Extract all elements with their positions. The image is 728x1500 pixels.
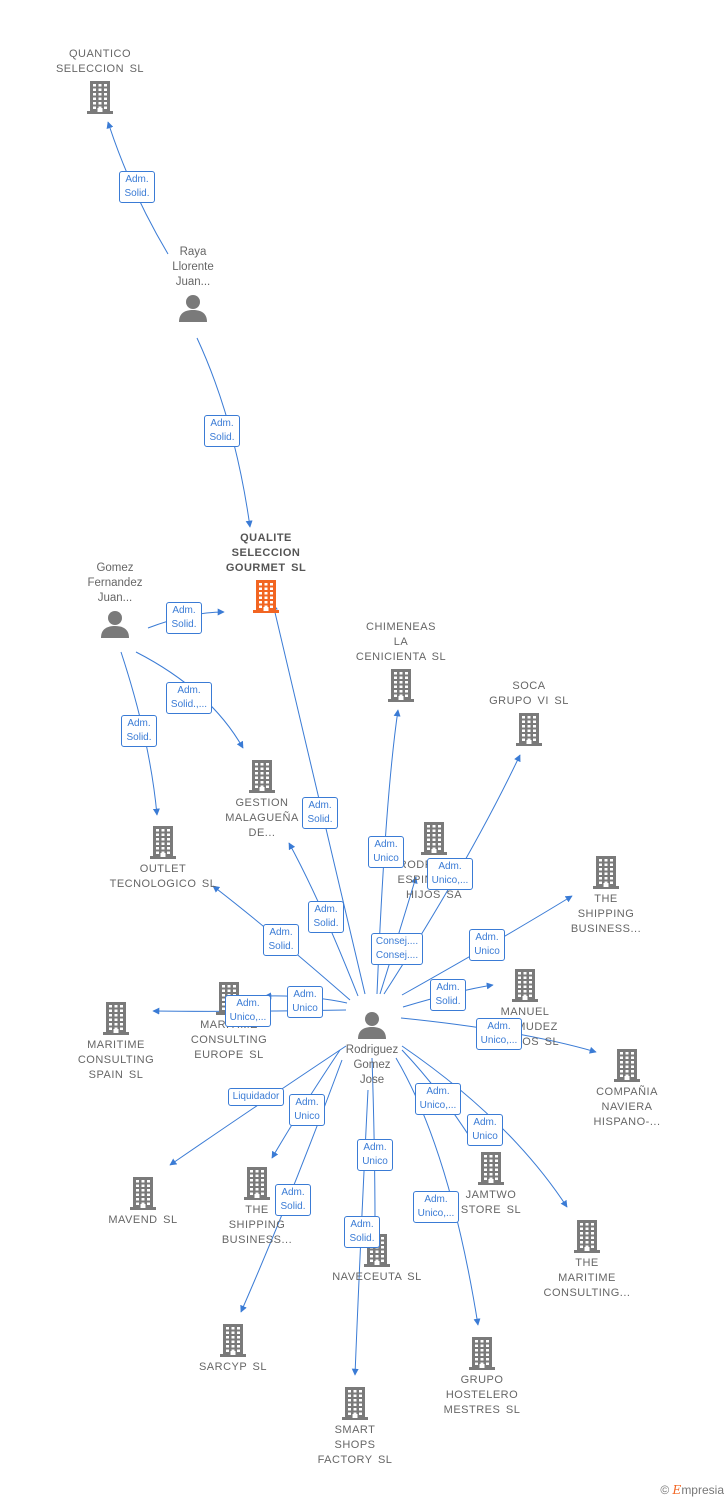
building-icon bbox=[253, 580, 279, 613]
edge-role-label[interactable]: Adm. Solid. bbox=[204, 415, 240, 447]
company-node[interactable]: MAVEND SL bbox=[83, 1173, 203, 1228]
edge-role-label[interactable]: Adm. Solid. bbox=[121, 715, 157, 747]
building-icon bbox=[478, 1152, 504, 1185]
building-icon bbox=[150, 826, 176, 859]
building-icon bbox=[249, 760, 275, 793]
company-node[interactable]: SARCYP SL bbox=[173, 1320, 293, 1375]
edge-role-label[interactable]: Adm. Solid. bbox=[263, 924, 299, 956]
building-icon bbox=[574, 1220, 600, 1253]
building-icon bbox=[244, 1167, 270, 1200]
node-label: MARITIMECONSULTINGEUROPE SL bbox=[190, 1019, 268, 1061]
edge-role-label[interactable]: Adm. Unico bbox=[289, 1094, 325, 1126]
company-node[interactable]: MARITIMECONSULTINGEUROPE SL bbox=[169, 978, 289, 1063]
edge-role-label[interactable]: Adm. Unico bbox=[357, 1139, 393, 1171]
edge-role-label[interactable]: Adm. Solid. bbox=[119, 171, 155, 203]
edge-role-label[interactable]: Adm. Solid. bbox=[430, 979, 466, 1011]
edge-role-label[interactable]: Adm. Unico,... bbox=[414, 1083, 462, 1115]
building-icon bbox=[388, 669, 414, 702]
edge-role-label[interactable]: Adm. Solid. bbox=[275, 1184, 311, 1216]
node-label: MAVEND SL bbox=[108, 1214, 178, 1226]
edge-role-label[interactable]: Adm. Unico bbox=[287, 986, 323, 1018]
edge-role-label[interactable]: Adm. Solid. bbox=[308, 901, 344, 933]
building-icon bbox=[469, 1337, 495, 1370]
edge-role-label[interactable]: Consej.... Consej.... bbox=[370, 933, 424, 965]
node-label: NAVECEUTA SL bbox=[332, 1271, 422, 1283]
edge-role-label[interactable]: Adm. Unico bbox=[467, 1114, 503, 1146]
building-icon bbox=[593, 856, 619, 889]
building-icon bbox=[421, 822, 447, 855]
edge-role-label[interactable]: Adm. Solid. bbox=[302, 797, 338, 829]
edge-role-label[interactable]: Adm. Unico bbox=[368, 836, 404, 868]
edge-role-label[interactable]: Adm. Solid.,... bbox=[165, 682, 213, 714]
edge-role-label[interactable]: Adm. Unico,... bbox=[224, 995, 272, 1027]
building-icon bbox=[342, 1387, 368, 1420]
building-icon bbox=[614, 1049, 640, 1082]
brand-logo-initial: E bbox=[672, 1483, 682, 1497]
building-icon bbox=[220, 1324, 246, 1357]
building-icon bbox=[512, 969, 538, 1002]
edge-role-label[interactable]: Adm. Unico bbox=[469, 929, 505, 961]
node-label: SARCYP SL bbox=[198, 1361, 268, 1373]
edge-line bbox=[169, 1045, 347, 1166]
edge-role-label[interactable]: Adm. Unico,... bbox=[475, 1018, 523, 1050]
brand-name: mpresia bbox=[681, 1483, 724, 1497]
building-icon bbox=[130, 1177, 156, 1210]
edge-line bbox=[395, 1057, 481, 1326]
edge-line bbox=[379, 876, 418, 995]
building-icon bbox=[87, 81, 113, 114]
edge-role-label[interactable]: Adm. Unico,... bbox=[426, 858, 474, 890]
edge-role-label[interactable]: Liquidador bbox=[227, 1088, 285, 1106]
edge-role-label[interactable]: Adm. Unico,... bbox=[412, 1191, 460, 1223]
edge-role-label[interactable]: Adm. Solid. bbox=[166, 602, 202, 634]
building-icon bbox=[103, 1002, 129, 1035]
copyright-symbol: © bbox=[660, 1483, 670, 1497]
edge-role-label[interactable]: Adm. Solid. bbox=[344, 1216, 380, 1248]
person-icon bbox=[179, 295, 207, 322]
person-icon bbox=[358, 1012, 386, 1039]
brand-footer: © Empresia bbox=[660, 1483, 724, 1497]
building-icon bbox=[516, 713, 542, 746]
person-icon bbox=[101, 611, 129, 638]
